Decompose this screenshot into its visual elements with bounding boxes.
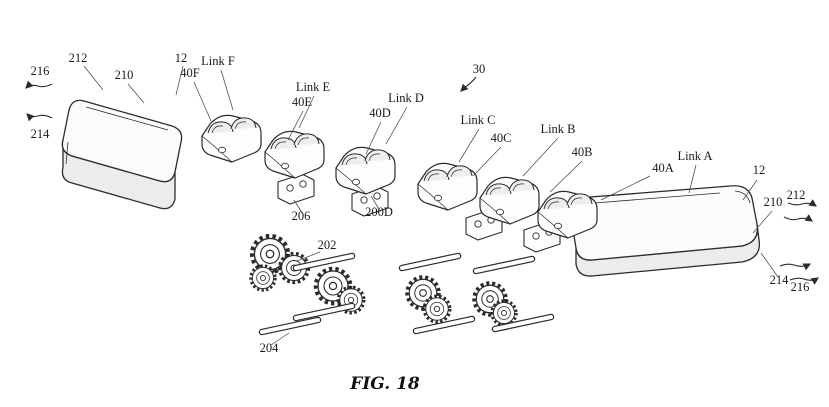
ref-label-link-d: Link D [388, 91, 424, 105]
ref-label-40d: 40D [369, 106, 391, 120]
bracket-206 [277, 173, 315, 205]
axis-arrow-right-bottom-2 [789, 277, 819, 285]
ref-label-12-right: 12 [753, 163, 766, 177]
pin [402, 256, 458, 268]
ref-label-216-right: 216 [791, 280, 810, 294]
gear-sets [249, 233, 518, 327]
axis-arrow-right-bottom-1 [779, 263, 812, 271]
pin [262, 320, 318, 332]
link-d-body [335, 146, 396, 195]
ref-label-40b: 40B [572, 145, 593, 159]
gear [422, 294, 452, 324]
gear [490, 299, 518, 327]
ref-label-202: 202 [318, 238, 337, 252]
axis-arrow-left-bottom [26, 113, 53, 122]
ref-label-link-f: Link F [201, 54, 235, 68]
left-housing [61, 99, 183, 210]
right-housing [569, 185, 761, 277]
ref-label-204: 204 [260, 341, 280, 355]
ref-label-212-left: 212 [69, 51, 88, 65]
ref-label-link-c: Link C [460, 113, 495, 127]
link-b-body [479, 176, 540, 225]
ref-label-200d: 200D [365, 205, 393, 219]
ref-label-40e: 40E [292, 95, 313, 109]
ref-label-206: 206 [292, 209, 311, 223]
ref-label-214-left: 214 [31, 127, 51, 141]
axis-arrow-left-top [25, 80, 53, 89]
ref-label-212-right: 212 [787, 188, 806, 202]
ref-label-210-left: 210 [115, 68, 134, 82]
ref-label-40c: 40C [491, 131, 512, 145]
pin [476, 259, 532, 271]
link-chain [201, 114, 598, 239]
ref-label-link-a: Link A [677, 149, 712, 163]
ref-label-210-right: 210 [764, 195, 783, 209]
link-e-body [264, 130, 325, 179]
link-c-body [417, 162, 478, 211]
axis-arrow-right-top-1 [787, 199, 817, 207]
axis-arrow-right-top-2 [783, 214, 813, 222]
ref-label-30: 30 [473, 62, 486, 76]
ref-label-link-e: Link E [296, 80, 331, 94]
pin [296, 306, 352, 318]
ref-label-12-left: 12 [175, 51, 188, 65]
direction-arrows [25, 76, 819, 285]
ref-label-40f: 40F [180, 66, 200, 80]
ref-label-link-b: Link B [540, 122, 575, 136]
link-f-body [201, 114, 262, 163]
ref-label-216-left: 216 [31, 64, 50, 78]
figure-caption: FIG. 18 [349, 374, 420, 394]
ref-label-214-right: 214 [770, 273, 790, 287]
leader-lines [83, 65, 779, 346]
pin [416, 319, 472, 331]
ref-label-40a: 40A [652, 161, 674, 175]
reference-labels: 216 212 210 12 Link F 40F Link E 40E Lin… [31, 51, 810, 355]
assembly-pointer-30 [460, 76, 477, 92]
